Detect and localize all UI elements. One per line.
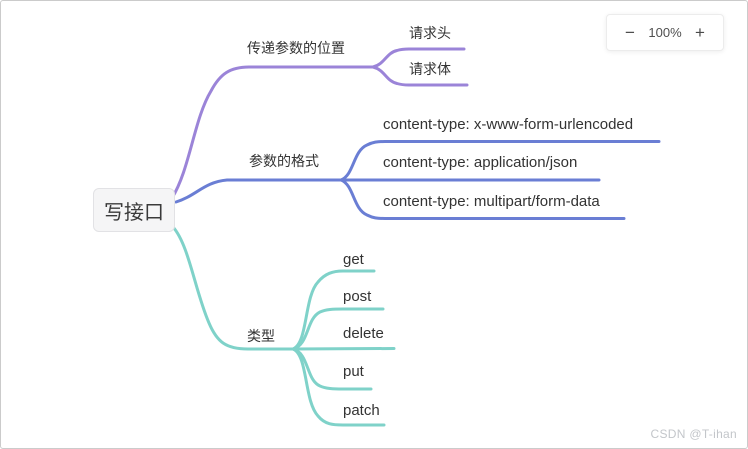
leaf-content-type-multipart[interactable]: content-type: multipart/form-data	[383, 193, 600, 210]
leaf-delete[interactable]: delete	[343, 325, 384, 342]
leaf-patch[interactable]: patch	[343, 402, 380, 419]
leaf-put[interactable]: put	[343, 363, 364, 380]
zoom-in-button[interactable]: +	[690, 19, 710, 47]
leaf-content-type-json[interactable]: content-type: application/json	[383, 154, 578, 171]
branch-format-trunk-line	[174, 178, 343, 204]
branch-label-format[interactable]: 参数的格式	[249, 153, 319, 169]
leaf-content-type-urlencoded[interactable]: content-type: x-www-form-urlencoded	[383, 116, 634, 133]
leaf-post[interactable]: post	[343, 288, 372, 305]
branch-label-position[interactable]: 传递参数的位置	[247, 40, 345, 56]
branch-type-child-delete-line	[291, 347, 396, 351]
leaf-get[interactable]: get	[343, 251, 364, 268]
watermark: CSDN @T-ihan	[650, 427, 737, 441]
leaf-request-header[interactable]: 请求头	[409, 25, 451, 41]
zoom-control: − 100% +	[606, 14, 724, 51]
zoom-out-button[interactable]: −	[620, 19, 640, 47]
branch-label-type[interactable]: 类型	[247, 328, 275, 344]
zoom-level: 100%	[648, 25, 682, 40]
branch-type-trunk-line	[171, 225, 295, 351]
leaf-request-body[interactable]: 请求体	[409, 61, 451, 77]
root-node[interactable]: 写接口	[93, 188, 175, 232]
branch-position-trunk-line	[170, 65, 375, 200]
